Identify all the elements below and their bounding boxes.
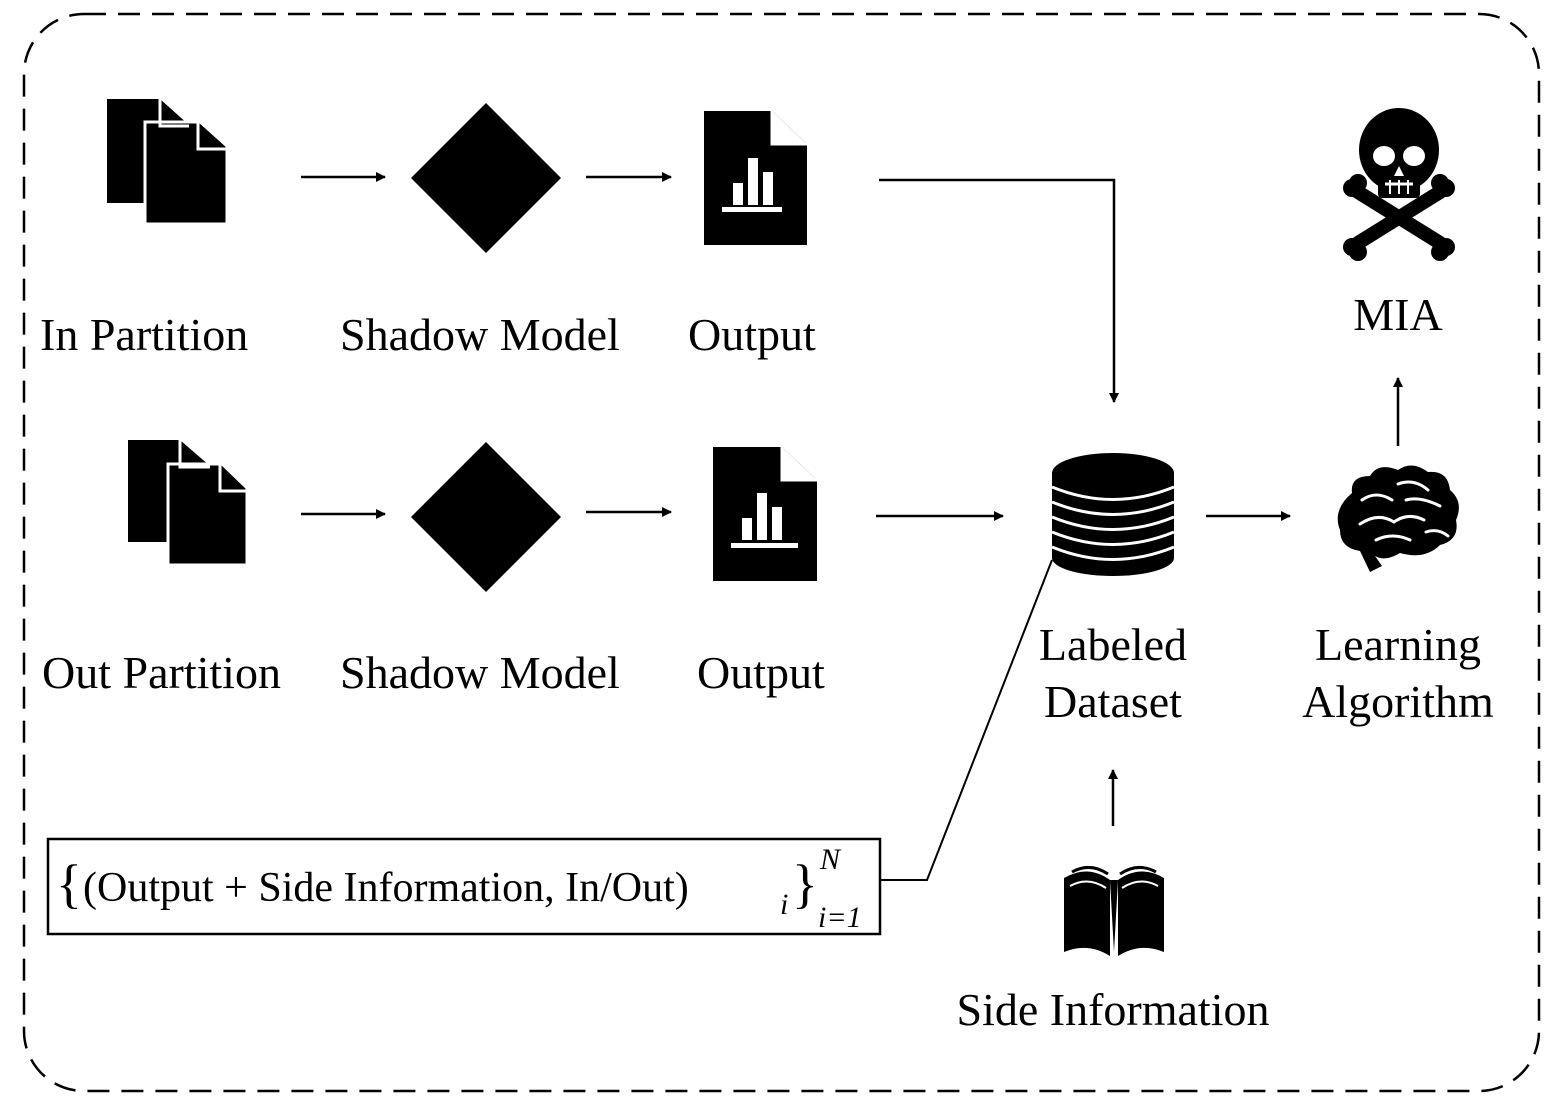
- side-information-open-book-icon: [1064, 866, 1164, 956]
- formula-connector-line: [880, 559, 1053, 881]
- learning-algorithm-label-line2: Algorithm: [1302, 676, 1494, 727]
- labeled-dataset-label-line2: Dataset: [1044, 676, 1182, 727]
- side-information-label: Side Information: [957, 984, 1270, 1035]
- output-bottom-label: Output: [697, 647, 825, 698]
- formula-box: [46, 837, 882, 936]
- out-partition-label: Out Partition: [42, 647, 281, 698]
- outer-dashed-frame: [22, 12, 1541, 1093]
- out-partition-documents-icon: [128, 440, 249, 567]
- formula-superscript-n: N: [819, 843, 842, 876]
- formula-brace-open: {: [56, 854, 82, 914]
- in-partition-documents-icon: [107, 99, 229, 226]
- formula-brace-close: }: [792, 854, 818, 914]
- mia-skull-crossbones-icon: [1343, 108, 1455, 261]
- shadow-model-bottom-diamond-icon: [411, 442, 561, 592]
- shadow-model-bottom-label: Shadow Model: [340, 647, 620, 698]
- labeled-dataset-database-icon: [1051, 453, 1175, 576]
- shadow-model-top-label: Shadow Model: [340, 309, 620, 360]
- output-bottom-chart-report-icon: [713, 447, 817, 581]
- connector-output-top-to-dataset: [879, 178, 1119, 403]
- formula-body: (Output + Side Information, In/Out): [83, 865, 689, 911]
- output-top-label: Output: [688, 309, 816, 360]
- learning-algorithm-label-line1: Learning: [1315, 619, 1481, 670]
- formula-subscript-i: i: [780, 888, 788, 921]
- labeled-dataset-label-line1: Labeled: [1039, 619, 1187, 670]
- formula-lower-limit: i=1: [818, 901, 862, 934]
- learning-algorithm-brain-icon: [1337, 465, 1459, 572]
- output-top-chart-report-icon: [704, 111, 807, 245]
- mia-label: MIA: [1353, 289, 1442, 340]
- in-partition-label: In Partition: [40, 309, 248, 360]
- shadow-model-top-diamond-icon: [411, 103, 561, 253]
